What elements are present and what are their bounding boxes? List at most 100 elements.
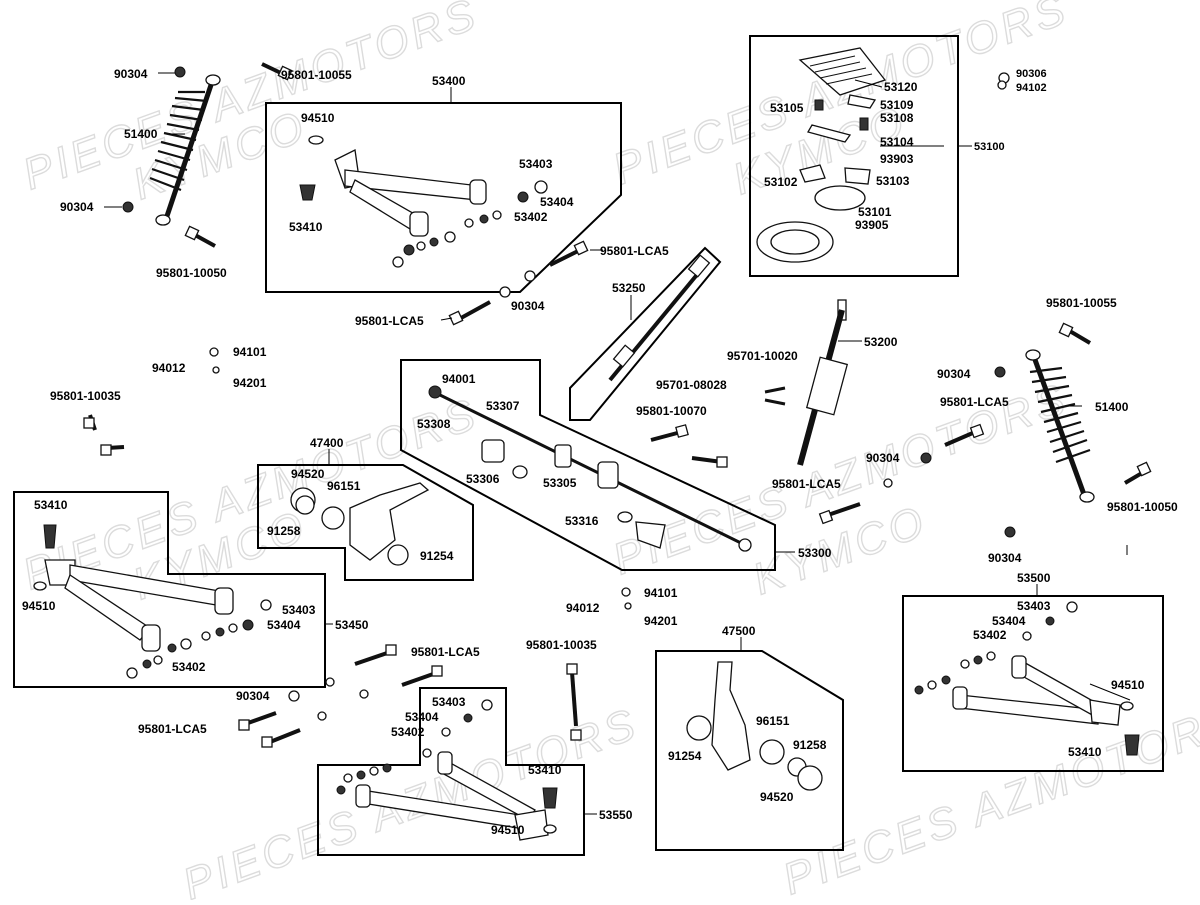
seal <box>382 763 392 773</box>
part-number-label: 95801-10050 <box>1107 500 1178 514</box>
part-number-label: 53404 <box>405 710 439 724</box>
bolt <box>818 502 861 525</box>
ball-end <box>738 538 752 552</box>
nut <box>883 478 893 488</box>
seal <box>1045 616 1055 626</box>
part-number-label: 94001 <box>442 372 476 386</box>
part-number-label: 96151 <box>327 479 361 493</box>
part-number-label: 95801-10055 <box>281 68 352 82</box>
seal <box>387 544 409 566</box>
knuckle-body <box>711 661 751 771</box>
part-number-label: 96151 <box>756 714 790 728</box>
nuts <box>122 66 1016 721</box>
bearing <box>759 739 785 765</box>
part-number-label: 53402 <box>391 725 425 739</box>
bolt <box>549 240 589 267</box>
shock-rod <box>162 81 215 223</box>
bracket <box>844 167 871 185</box>
washer <box>201 631 211 641</box>
seal <box>479 214 489 224</box>
group-number-label: 47400 <box>310 436 344 450</box>
leader-line <box>854 79 883 88</box>
seal-ring <box>797 765 823 791</box>
washer <box>180 638 192 650</box>
part-number-label: 53404 <box>992 614 1026 628</box>
washer <box>986 651 996 661</box>
bolts <box>83 62 1152 748</box>
part-number-label: 95801-LCA5 <box>600 244 669 258</box>
bolt <box>764 386 786 406</box>
part-number-label: 53305 <box>543 476 577 490</box>
part-number-label: 95801-LCA5 <box>355 314 424 328</box>
seal <box>167 643 177 653</box>
bushing-cap <box>534 180 548 194</box>
washer <box>997 80 1007 90</box>
group-outlines <box>13 35 1164 856</box>
part-number-label: 94101 <box>644 586 678 600</box>
ball-joint <box>1124 734 1140 756</box>
bushing <box>214 587 234 615</box>
part-number-label: 95801-LCA5 <box>772 477 841 491</box>
bolt <box>83 414 97 431</box>
bolt <box>566 663 582 741</box>
part-number-label: 94510 <box>301 111 335 125</box>
washer <box>416 241 426 251</box>
a-arm-lower-center <box>336 699 558 841</box>
washer <box>228 623 238 633</box>
circlip <box>1120 701 1134 711</box>
horn-pad <box>798 47 887 96</box>
washer <box>392 256 404 268</box>
part-number-label: 53104 <box>880 135 914 149</box>
part-number-label: 53403 <box>282 603 316 617</box>
part-number-label: 91258 <box>793 738 827 752</box>
part-number-label: 91254 <box>668 749 702 763</box>
group-number-label: 53250 <box>612 281 646 295</box>
switch <box>859 117 869 131</box>
nut <box>122 201 134 213</box>
leader-line <box>440 317 453 321</box>
part-number-label: 53120 <box>884 80 918 94</box>
nut <box>174 66 186 78</box>
seal <box>941 675 951 685</box>
clamp <box>617 511 633 523</box>
switch <box>814 99 824 111</box>
seal <box>336 785 346 795</box>
washer <box>492 210 502 220</box>
washer <box>927 680 937 690</box>
a-arm-lower-right <box>914 601 1140 756</box>
group-box-53500 <box>902 595 1164 772</box>
nut <box>359 689 369 699</box>
arm-bracket <box>1089 699 1121 726</box>
seal <box>242 619 254 631</box>
a-arm-lower-left <box>33 524 272 679</box>
hub <box>814 185 866 211</box>
part-number-label: 53316 <box>565 514 599 528</box>
part-number-label: 94201 <box>233 376 267 390</box>
bolt <box>650 424 689 442</box>
bushing-cap <box>260 599 272 611</box>
rack-housing <box>597 461 619 489</box>
shock-bottom-eye <box>155 214 171 226</box>
part-number-label: 90304 <box>236 689 270 703</box>
part-number-label: 51400 <box>1095 400 1129 414</box>
nut <box>1004 526 1016 538</box>
part-number-label: 94201 <box>644 614 678 628</box>
bushing <box>409 211 429 237</box>
seal <box>142 659 152 669</box>
part-number-label: 53108 <box>880 111 914 125</box>
ball-joint <box>43 524 57 549</box>
bracket <box>807 124 852 143</box>
knuckle-body <box>349 482 430 561</box>
washer <box>441 727 451 737</box>
shock-top-eye <box>205 74 221 86</box>
nut <box>288 690 300 702</box>
washer <box>422 748 432 758</box>
seal <box>463 713 473 723</box>
part-number-label: 53404 <box>540 195 574 209</box>
part-number-label: 53404 <box>267 618 301 632</box>
nut <box>994 366 1006 378</box>
part-number-label: 91258 <box>267 524 301 538</box>
part-number-label: 53410 <box>1068 745 1102 759</box>
bolt <box>691 456 728 468</box>
